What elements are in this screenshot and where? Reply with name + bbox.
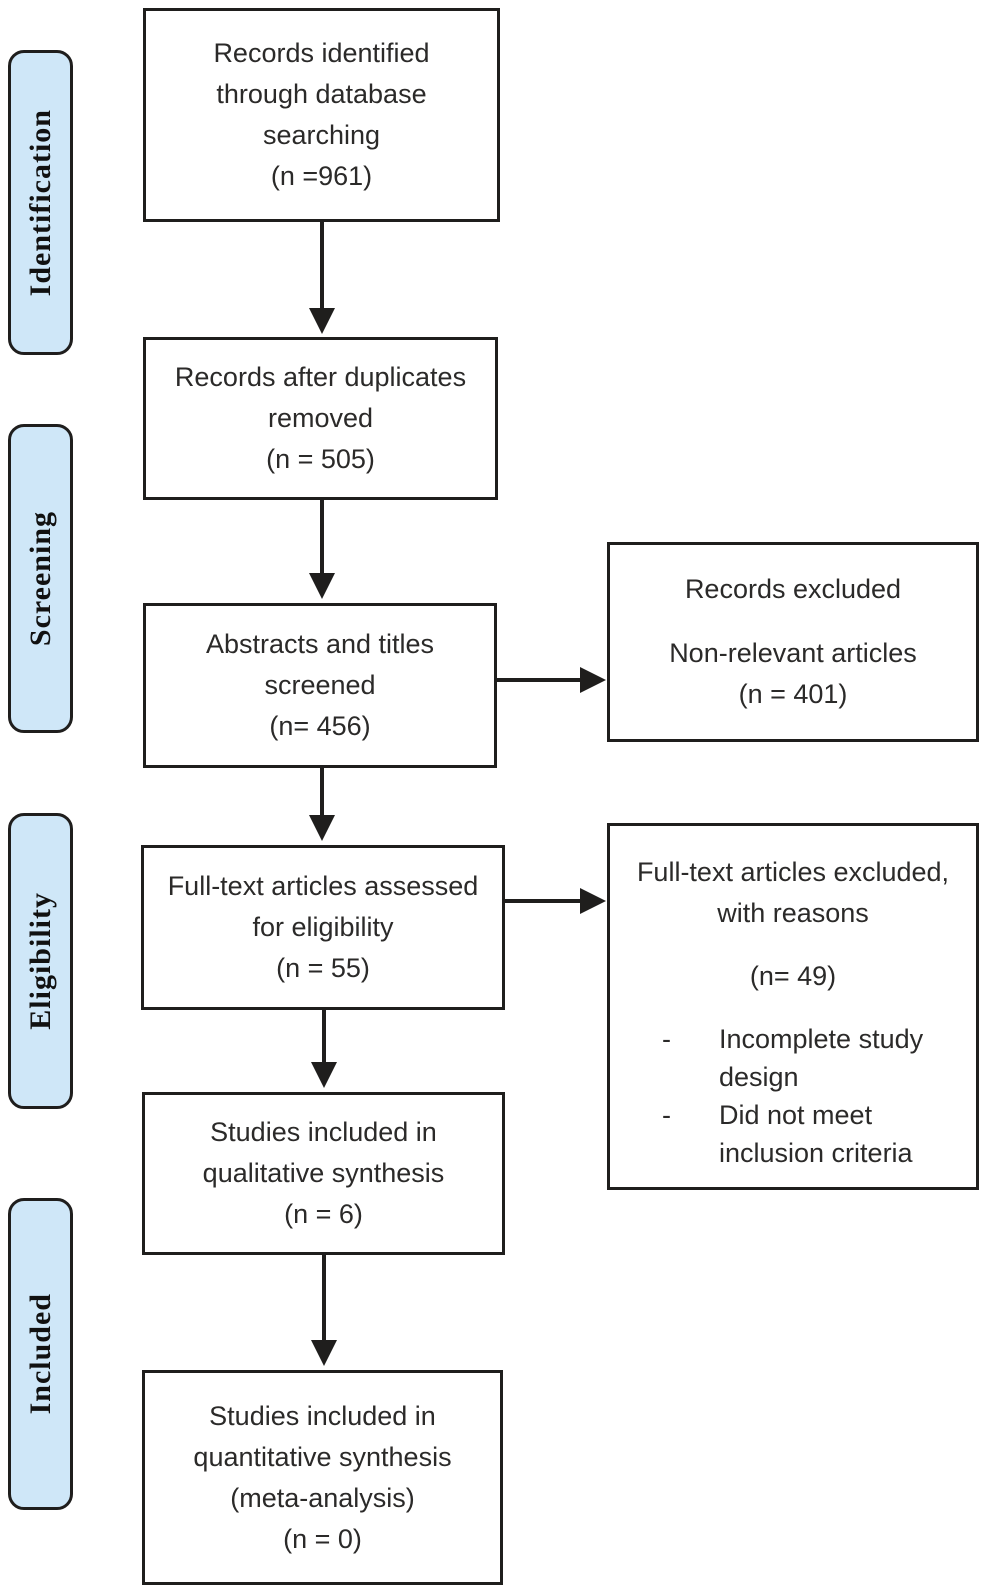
dash-bullet: - [662,1024,671,1054]
list-item: - Incomplete study design [662,1020,976,1096]
arrow-down-qualitative-to-quantitative [311,1255,337,1366]
stage-identification: Identification [8,50,73,355]
excluded-box-records: Records excluded Non-relevant articles (… [607,542,979,742]
exclusion-reason: Incomplete study design [719,1024,924,1092]
arrow-down-duplicates-to-screened [309,500,335,599]
arrow-down-screened-to-fulltext [309,768,335,841]
flow-box-qualitative-synthesis: Studies included in qualitative synthesi… [142,1092,505,1255]
excluded-records-heading: Records excluded [684,574,902,604]
excluded-fulltext-count: (n= 49) [749,961,837,991]
stage-screening: Screening [8,424,73,733]
flow-box-duplicates-removed: Records after duplicates removed (n = 50… [143,337,498,500]
excluded-box-fulltext: Full-text articles excluded, with reason… [607,823,979,1190]
flow-box-quantitative-synthesis: Studies included in quantitative synthes… [142,1370,503,1585]
stage-included: Included [8,1198,73,1510]
arrow-right-fulltext-to-excluded [505,888,606,914]
exclusion-reason-list: - Incomplete study design - Did not meet… [610,1020,976,1172]
stage-label: Eligibility [23,892,57,1030]
exclusion-reason: Did not meet inclusion criteria [719,1100,913,1168]
stage-label: Identification [23,108,57,297]
stage-label: Screening [23,510,57,647]
stage-eligibility: Eligibility [8,813,73,1109]
flow-box-abstracts-screened: Abstracts and titles screened (n= 456) [143,603,497,768]
stage-label: Included [23,1293,57,1415]
arrow-down-identified-to-duplicates [309,222,335,334]
excluded-fulltext-heading: Full-text articles excluded, with reason… [636,857,950,928]
list-item: - Did not meet inclusion criteria [662,1096,976,1172]
dash-bullet: - [662,1100,671,1130]
arrow-down-fulltext-to-qualitative [311,1010,337,1088]
flow-box-fulltext-assessed: Full-text articles assessed for eligibil… [141,845,505,1010]
excluded-records-body: Non-relevant articles (n = 401) [669,638,917,709]
flow-box-records-identified: Records identified through database sear… [143,8,500,222]
arrow-right-screened-to-excluded [497,667,606,693]
